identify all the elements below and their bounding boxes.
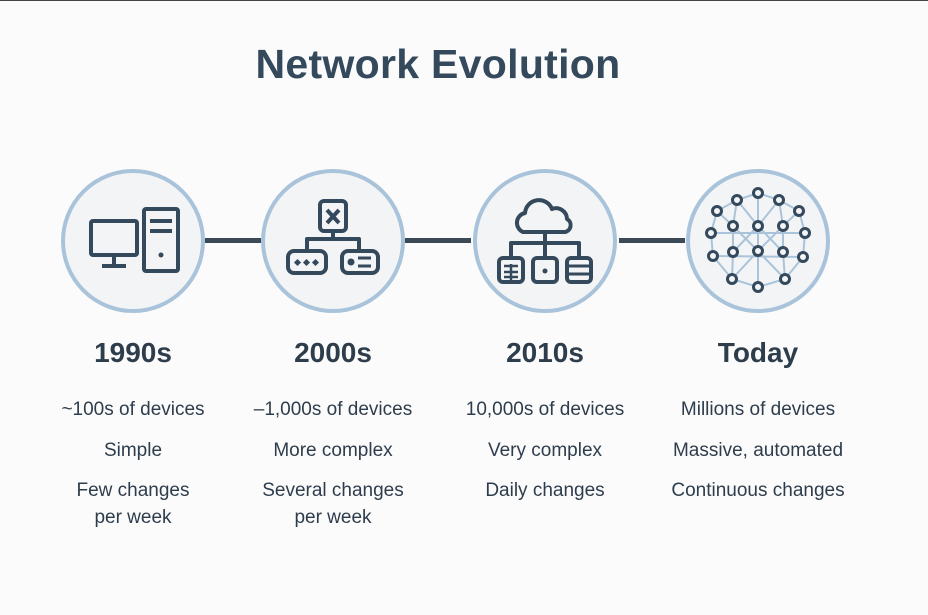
network-hierarchy-icon [286,199,380,275]
stage-1990s-circle [61,169,205,313]
cloud-network-icon [497,198,593,284]
change-frequency: Continuous changes [671,480,845,501]
change-frequency: per week [294,507,372,528]
timeline-connector [619,238,685,243]
stage-label: 2000s [294,337,372,368]
complexity: Massive, automated [672,440,844,461]
complexity: Simple [103,440,163,461]
stage-2010s-circle [473,169,617,313]
change-frequency: Daily changes [485,480,605,501]
complexity: Very complex [487,440,603,461]
stage-2000s-circle [261,169,405,313]
device-count: ~100s of devices [61,399,205,420]
mesh-network-icon [705,187,811,293]
device-count: Millions of devices [680,399,836,420]
device-count: 10,000s of devices [465,399,625,420]
stage-label: 1990s [94,337,172,368]
change-frequency: Few changes [76,480,190,501]
stage-label: Today [717,337,799,368]
change-frequency: per week [94,507,172,528]
timeline-connector [205,238,261,243]
desktop-computer-icon [89,207,180,273]
device-count: –1,000s of devices [253,399,413,420]
stage-label: 2010s [506,337,584,368]
stage-today-circle [686,169,830,313]
change-frequency: Several changes [262,480,404,501]
timeline-connector [405,238,471,243]
complexity: More complex [273,440,393,461]
page-title: Network Evolution [255,41,621,87]
